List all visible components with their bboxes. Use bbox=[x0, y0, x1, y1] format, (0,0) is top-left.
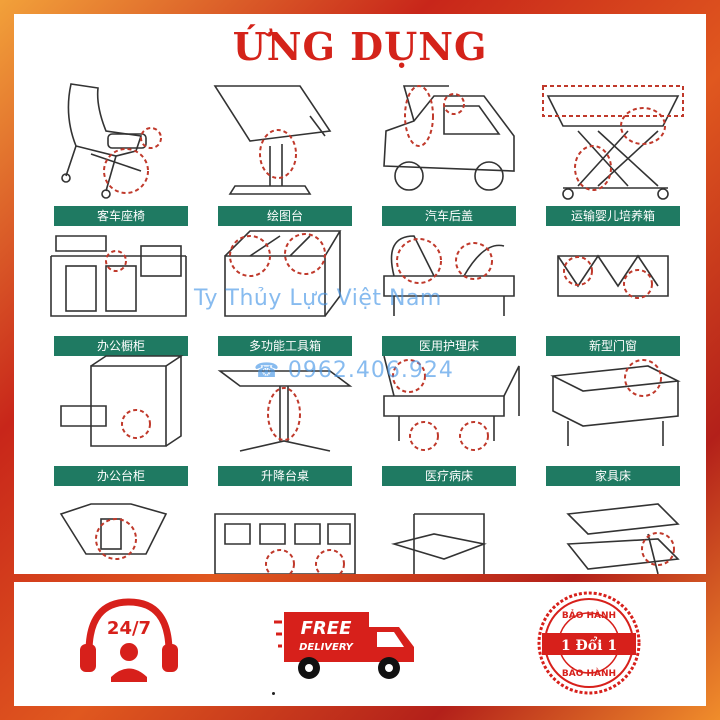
lift-table-icon bbox=[217, 370, 353, 452]
item-label: 医疗病床 bbox=[382, 466, 516, 486]
item-hospital-bed: 医疗病床 bbox=[374, 336, 524, 486]
item-office-drawer: 办公台柜 bbox=[46, 336, 196, 486]
office-cabinet-icon bbox=[50, 235, 187, 317]
phone-icon: ☎ bbox=[254, 358, 280, 382]
warranty-bottom: BẢO HÀNH bbox=[562, 667, 616, 679]
applications-panel: ỨNG DỤNG 客车座椅 绘图台 bbox=[14, 14, 706, 574]
item-nursing-bed: 医用护理床 bbox=[374, 206, 524, 356]
delivery-line2: DELIVERY bbox=[299, 642, 355, 653]
item-bus bbox=[210, 484, 360, 574]
warranty-top: BẢO HÀNH bbox=[562, 609, 616, 621]
service-badges-bar: 24/7 FREE DELIVERY 1 Đổi 1 BẢO HÀNH BẢO … bbox=[14, 582, 706, 706]
item-label: 医用护理床 bbox=[382, 336, 516, 356]
machine-icon bbox=[566, 503, 680, 574]
page-title: ỨNG DỤNG bbox=[232, 24, 488, 69]
warranty-seal-icon: 1 Đổi 1 BẢO HÀNH BẢO HÀNH bbox=[537, 591, 641, 695]
decorative-dot bbox=[272, 692, 275, 695]
sofa-bed-icon bbox=[390, 513, 487, 574]
item-label: 家具床 bbox=[546, 466, 680, 486]
bus-seat-icon bbox=[61, 83, 162, 199]
item-tool-box: 多功能工具箱 bbox=[210, 206, 360, 356]
item-window: 新型门窗 bbox=[538, 206, 688, 356]
office-drawer-icon bbox=[60, 355, 184, 447]
item-label: 汽车后盖 bbox=[382, 206, 516, 226]
support-badge: 24/7 bbox=[74, 592, 184, 696]
warranty-badge: 1 Đổi 1 BẢO HÀNH BẢO HÀNH bbox=[534, 588, 644, 702]
infant-incubator-icon bbox=[542, 85, 684, 200]
window-icon bbox=[557, 254, 669, 299]
item-car-tailgate: 汽车后盖 bbox=[374, 76, 524, 226]
headset-support-icon: 24/7 bbox=[80, 598, 178, 682]
item-label: 升降台桌 bbox=[218, 466, 352, 486]
item-furniture-bed: 家具床 bbox=[538, 336, 688, 486]
item-label: 绘图台 bbox=[218, 206, 352, 226]
drafting-table-icon bbox=[213, 85, 332, 195]
item-label: 新型门窗 bbox=[546, 336, 680, 356]
bus-icon bbox=[214, 513, 356, 574]
support-text: 24/7 bbox=[107, 618, 151, 639]
watermark-phone-row: ☎ 0962.406.924 bbox=[254, 358, 454, 383]
car-tailgate-icon bbox=[383, 85, 515, 191]
item-lift-table: 升降台桌 bbox=[210, 336, 360, 486]
item-drafting-table: 绘图台 bbox=[210, 76, 360, 226]
item-dental-chair bbox=[46, 484, 196, 574]
item-label: 办公橱柜 bbox=[54, 336, 188, 356]
delivery-truck-icon: FREE DELIVERY bbox=[274, 612, 414, 679]
item-bus-seat: 客车座椅 bbox=[46, 76, 196, 226]
tool-box-icon bbox=[224, 230, 342, 317]
furniture-bed-icon bbox=[550, 359, 681, 446]
item-machine bbox=[538, 484, 688, 574]
item-label: 办公台柜 bbox=[54, 466, 188, 486]
item-label: 运输婴儿培养箱 bbox=[546, 206, 680, 226]
watermark-phone: 0962.406.924 bbox=[287, 358, 454, 383]
hospital-bed-icon bbox=[383, 355, 520, 451]
delivery-line1: FREE bbox=[301, 618, 352, 639]
item-infant-incubator: 运输婴儿培养箱 bbox=[538, 76, 688, 226]
watermark-company: Ty Thủy Lực Việt Nam bbox=[194, 286, 442, 311]
nursing-bed-icon bbox=[383, 235, 515, 316]
delivery-badge: FREE DELIVERY bbox=[274, 592, 424, 696]
item-label: 客车座椅 bbox=[54, 206, 188, 226]
warranty-center: 1 Đổi 1 bbox=[561, 636, 617, 654]
dental-chair-icon bbox=[59, 503, 168, 560]
item-office-cabinet: 办公橱柜 bbox=[46, 206, 196, 356]
item-label: 多功能工具箱 bbox=[218, 336, 352, 356]
item-sofa-bed bbox=[374, 484, 524, 574]
